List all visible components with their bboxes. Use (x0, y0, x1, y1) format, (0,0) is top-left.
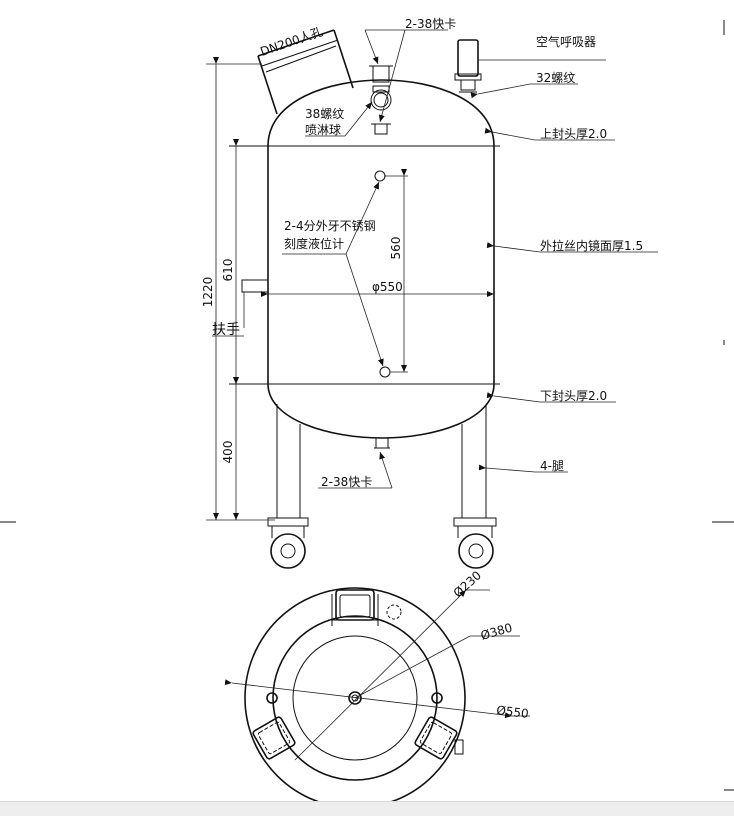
dim-gauge-spacing-text: 560 (389, 237, 403, 260)
label-top-head: 上封头厚2.0 (540, 127, 607, 141)
plan-leg-pad-left (252, 716, 296, 760)
dim-total-height-text: 1220 (201, 277, 215, 308)
label-breather: 空气呼吸器 (536, 34, 596, 49)
label-thread-38: 38螺纹 (305, 107, 344, 121)
plan-port-left (266, 692, 278, 704)
leaders (212, 29, 658, 489)
label-bottom-head: 下封头厚2.0 (540, 389, 607, 403)
dim-leg-height-text: 400 (221, 441, 235, 464)
label-legs: 4-腿 (540, 459, 564, 473)
label-level-gauge-2: 刻度液位计 (284, 236, 344, 251)
dim-plan-d3-text: Ø550 (496, 703, 530, 721)
label-handle: 扶手 (212, 322, 240, 338)
label-spray-ball: 喷淋球 (305, 123, 341, 137)
label-clamp-bottom: 2-38快卡 (321, 475, 372, 489)
tank-plan (224, 587, 530, 809)
bottom-head (267, 383, 495, 439)
dim-body-diameter-text: φ550 (372, 280, 403, 294)
legs (267, 404, 497, 538)
top-head (267, 79, 495, 147)
dim-plan-d2-text: Ø380 (479, 621, 514, 643)
plan-leg-pad-right (414, 716, 458, 760)
bottom-strip (0, 801, 734, 816)
casters (270, 533, 494, 569)
tank-elevation (206, 29, 658, 569)
dim-total-height (206, 57, 275, 521)
label-outer-finish: 外拉丝内镜面厚1.5 (540, 238, 643, 253)
plan-handle (454, 739, 464, 755)
dim-gauge-spacing (384, 169, 408, 373)
handle (241, 279, 269, 293)
frame-ticks (0, 20, 734, 791)
dim-plan-d1-text: Ø230 (451, 568, 484, 600)
bottom-outlet (375, 437, 389, 449)
top-clamp-assembly (369, 65, 393, 135)
label-thread-32: 32螺纹 (536, 71, 575, 85)
plan-manhole (328, 589, 402, 626)
label-clamp-top: 2-38快卡 (405, 17, 456, 31)
dim-body-height-text: 610 (221, 259, 235, 282)
manhole (257, 29, 354, 115)
label-level-gauge-1: 2-4分外牙不锈钢 (284, 219, 376, 233)
level-gauge (374, 170, 391, 378)
air-breather (454, 39, 482, 93)
